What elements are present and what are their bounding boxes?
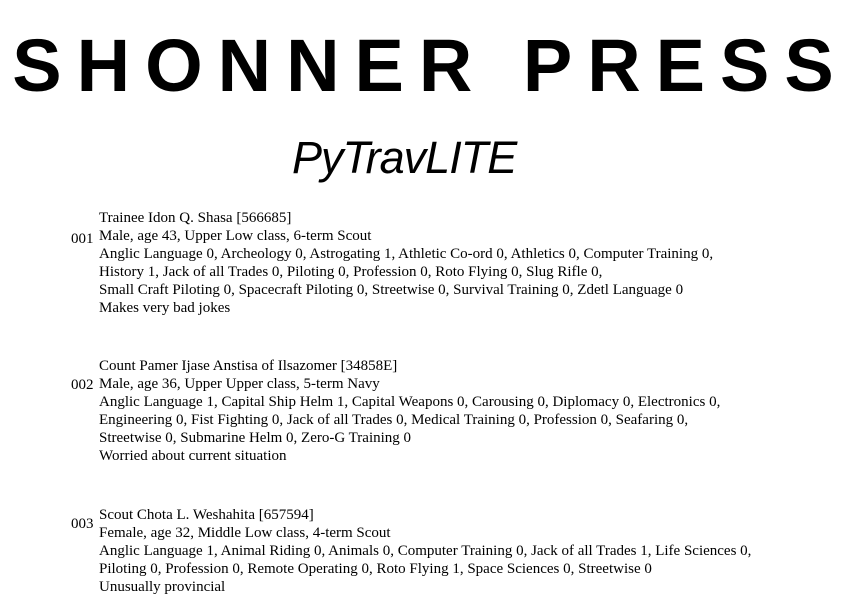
character-name: Scout Chota L. Weshahita [657594] xyxy=(99,507,314,523)
record-body: Scout Chota L. Weshahita [657594] Female… xyxy=(99,506,839,596)
character-profile: Male, age 36, Upper Upper class, 5-term … xyxy=(99,376,380,392)
skills-line: Streetwise 0, Submarine Helm 0, Zero-G T… xyxy=(99,430,412,446)
skills-line: Anglic Language 1, Capital Ship Helm 1, … xyxy=(99,394,721,410)
record-body: Count Pamer Ijase Anstisa of Ilsazomer [… xyxy=(99,357,839,465)
skills-line: Engineering 0, Fist Fighting 0, Jack of … xyxy=(99,412,689,428)
character-profile: Male, age 43, Upper Low class, 6-term Sc… xyxy=(99,228,372,244)
skills-line: History 1, Jack of all Trades 0, Pilotin… xyxy=(99,264,603,280)
character-name: Trainee Idon Q. Shasa [566685] xyxy=(99,210,292,226)
record-number: 001 xyxy=(71,231,94,247)
skills-line: Anglic Language 1, Animal Riding 0, Anim… xyxy=(99,543,752,559)
skills-line: Piloting 0, Profession 0, Remote Operati… xyxy=(99,561,652,577)
app-logo: PyTravLITE xyxy=(292,132,517,183)
record-number: 002 xyxy=(71,377,94,393)
character-profile: Female, age 32, Middle Low class, 4-term… xyxy=(99,525,391,541)
character-trait: Makes very bad jokes xyxy=(99,300,231,316)
skills-line: Anglic Language 0, Archeology 0, Astroga… xyxy=(99,246,714,262)
record-number: 003 xyxy=(71,516,94,532)
character-name: Count Pamer Ijase Anstisa of Ilsazomer [… xyxy=(99,358,398,374)
publisher-title: SHONNER PRESS xyxy=(12,24,849,107)
character-trait: Worried about current situation xyxy=(99,448,287,464)
record-body: Trainee Idon Q. Shasa [566685] Male, age… xyxy=(99,209,839,317)
character-trait: Unusually provincial xyxy=(99,579,226,595)
skills-line: Small Craft Piloting 0, Spacecraft Pilot… xyxy=(99,282,684,298)
